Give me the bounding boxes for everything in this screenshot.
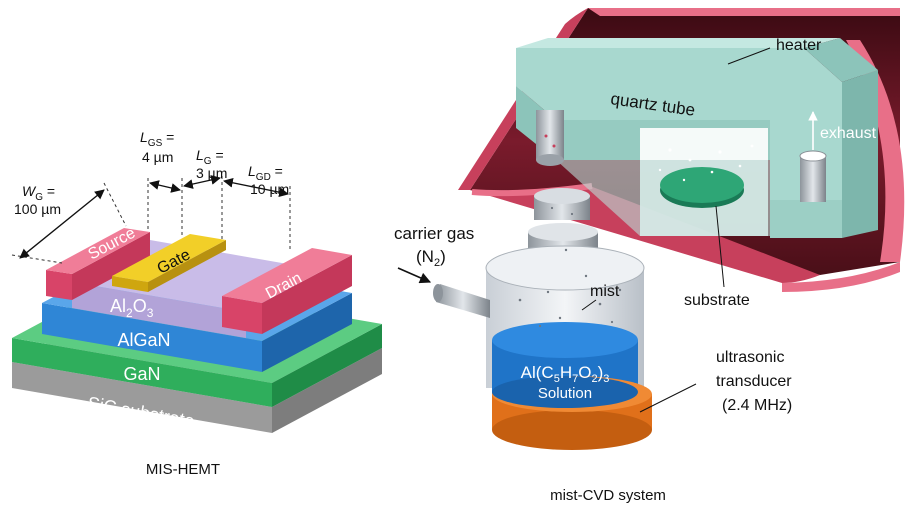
algan-label: AlGaN	[117, 330, 170, 350]
dimension-guides	[11, 176, 291, 264]
inlet-pipe	[536, 110, 564, 166]
lgs-value: 4 µm	[142, 149, 173, 165]
lgs-label: LGS =	[140, 129, 174, 149]
heater-leader	[727, 47, 771, 65]
gan-label: GaN	[123, 364, 160, 384]
al2o3-label: Al2O3	[110, 296, 154, 320]
carrier-gas-formula: (N2)	[416, 247, 446, 269]
drain-contact	[222, 248, 352, 334]
cvd-caption: mist-CVD system	[550, 487, 666, 504]
substrate-leader	[715, 205, 725, 288]
hemt-caption: MIS-HEMT	[146, 461, 220, 478]
lgd-label: LGD =	[248, 163, 283, 183]
heater-label: heater	[776, 37, 822, 54]
transducer-line3: (2.4 MHz)	[722, 397, 792, 414]
substrate-label: substrate	[684, 292, 750, 309]
exhaust-label: exhaust	[820, 125, 877, 142]
solution-label: Solution	[538, 385, 592, 402]
dimension-arrows	[19, 175, 289, 259]
wg-value: 100 µm	[14, 201, 61, 217]
mist-cvd-system: Al(C5H7O2)3 Solution heater quartz tube …	[394, 8, 905, 504]
tube-mist	[658, 144, 754, 182]
vessel-mist	[518, 206, 622, 328]
transducer-line2: transducer	[716, 373, 792, 390]
carrier-gas-pipe	[433, 284, 490, 318]
mist-vessel	[485, 188, 652, 450]
wg-label: WG =	[22, 183, 55, 203]
lg-value: 3 µm	[196, 165, 227, 181]
carrier-gas-arrow	[397, 267, 432, 284]
exhaust-pipe	[799, 150, 827, 202]
mist-label: mist	[590, 283, 620, 300]
carrier-gas-label: carrier gas	[394, 224, 474, 243]
mist-leader	[581, 299, 597, 311]
lg-label: LG =	[196, 147, 224, 167]
transducer-leader	[639, 383, 697, 413]
solution-formula: Al(C5H7O2)3	[521, 363, 610, 385]
lgd-value: 10 µm	[250, 181, 289, 197]
transducer-line1: ultrasonic	[716, 349, 784, 366]
gate-contact	[112, 234, 226, 292]
hemt-device: SiC substrate GaN AlGaN Al2O3 Source Gat…	[11, 129, 382, 478]
substrate-disc	[660, 167, 744, 208]
